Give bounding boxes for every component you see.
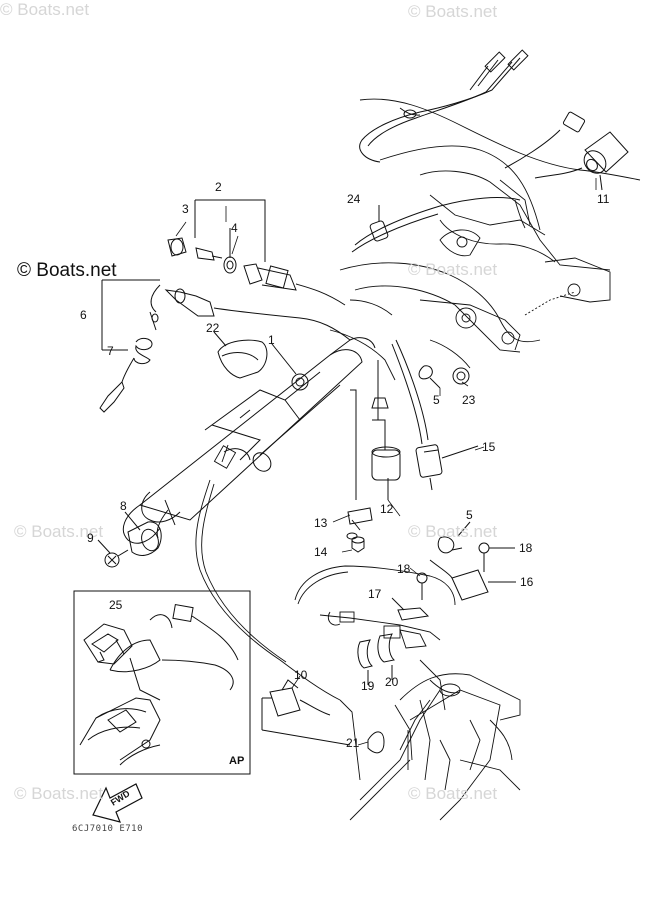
band-20 (377, 633, 396, 680)
band-19 (357, 639, 373, 685)
drawing-code: 6CJ7010 E710 (72, 824, 144, 834)
coupler-15 (391, 339, 479, 491)
grommet-24 (351, 197, 521, 253)
callout-8: 8 (120, 499, 127, 513)
callout-11: 11 (597, 192, 610, 206)
watermark-lower-left: © Boats.net (14, 522, 104, 541)
callout-18-right: 18 (519, 541, 533, 555)
callout-15: 15 (482, 440, 496, 454)
watermark-bottom-left: © Boats.net (14, 784, 104, 803)
callout-4: 4 (231, 221, 238, 235)
callout-22: 22 (206, 321, 220, 335)
watermark-bottom-right: © Boats.net (408, 784, 498, 803)
callout-13: 13 (314, 516, 328, 530)
harness-17 (391, 597, 430, 621)
callout-20: 20 (385, 675, 399, 689)
watermark-top-center: © Boats.net (408, 2, 498, 21)
inset-ap (73, 590, 251, 775)
callout-1: 1 (268, 333, 275, 347)
callout-14: 14 (314, 545, 328, 559)
callout-9: 9 (87, 531, 94, 545)
lower-structure (349, 659, 521, 821)
main-harness-lower (294, 565, 456, 649)
cover-22 (213, 331, 268, 379)
callout-7: 7 (107, 344, 114, 358)
callout-21: 21 (346, 736, 360, 750)
clamp-5a (418, 365, 441, 389)
callout-5-lower: 5 (466, 508, 473, 522)
stop-switch-assembly (167, 199, 346, 306)
fwd-arrow (92, 783, 143, 823)
remote-cables (359, 49, 529, 163)
callout-19: 19 (361, 679, 375, 693)
watermark-top-left: © Boats.net (0, 0, 90, 19)
lanyard-6-7 (99, 279, 351, 413)
screw-18b (478, 542, 515, 572)
coupler-10 (261, 679, 331, 730)
component-12 (371, 360, 401, 500)
grip-cap-8 (124, 511, 162, 556)
callout-5-upper: 5 (433, 393, 440, 407)
engine-bracket-outline (329, 98, 641, 381)
cover-25 (83, 623, 133, 665)
watermark-main: © Boats.net (17, 260, 117, 281)
callout-12: 12 (380, 502, 394, 516)
component-21 (261, 729, 385, 754)
screw-9 (97, 539, 129, 568)
callout-24: 24 (347, 192, 361, 206)
callout-leaders (175, 178, 597, 746)
bracket-13 (346, 389, 373, 540)
nut-23 (452, 367, 470, 385)
callout-18-left: 18 (397, 562, 411, 576)
callout-6: 6 (80, 308, 87, 322)
relay-16 (429, 559, 516, 601)
harness-connector-11 (504, 111, 629, 191)
tiller-handle (138, 337, 376, 526)
watermark-lower-right: © Boats.net (408, 522, 498, 541)
screw-18a (416, 572, 428, 600)
watermark-mid-right: © Boats.net (408, 260, 498, 279)
callout-25: 25 (109, 598, 123, 612)
callout-2: 2 (215, 180, 222, 194)
callout-16: 16 (520, 575, 534, 589)
bolt-14 (351, 536, 365, 553)
clip-1 (271, 343, 309, 391)
callout-23: 23 (462, 393, 476, 407)
clamp-5b (437, 521, 471, 554)
callout-10: 10 (294, 668, 308, 682)
callout-17: 17 (368, 587, 382, 601)
tiller-wiring (195, 444, 361, 781)
inset-tag: AP (229, 755, 245, 767)
callout-3: 3 (182, 202, 189, 216)
